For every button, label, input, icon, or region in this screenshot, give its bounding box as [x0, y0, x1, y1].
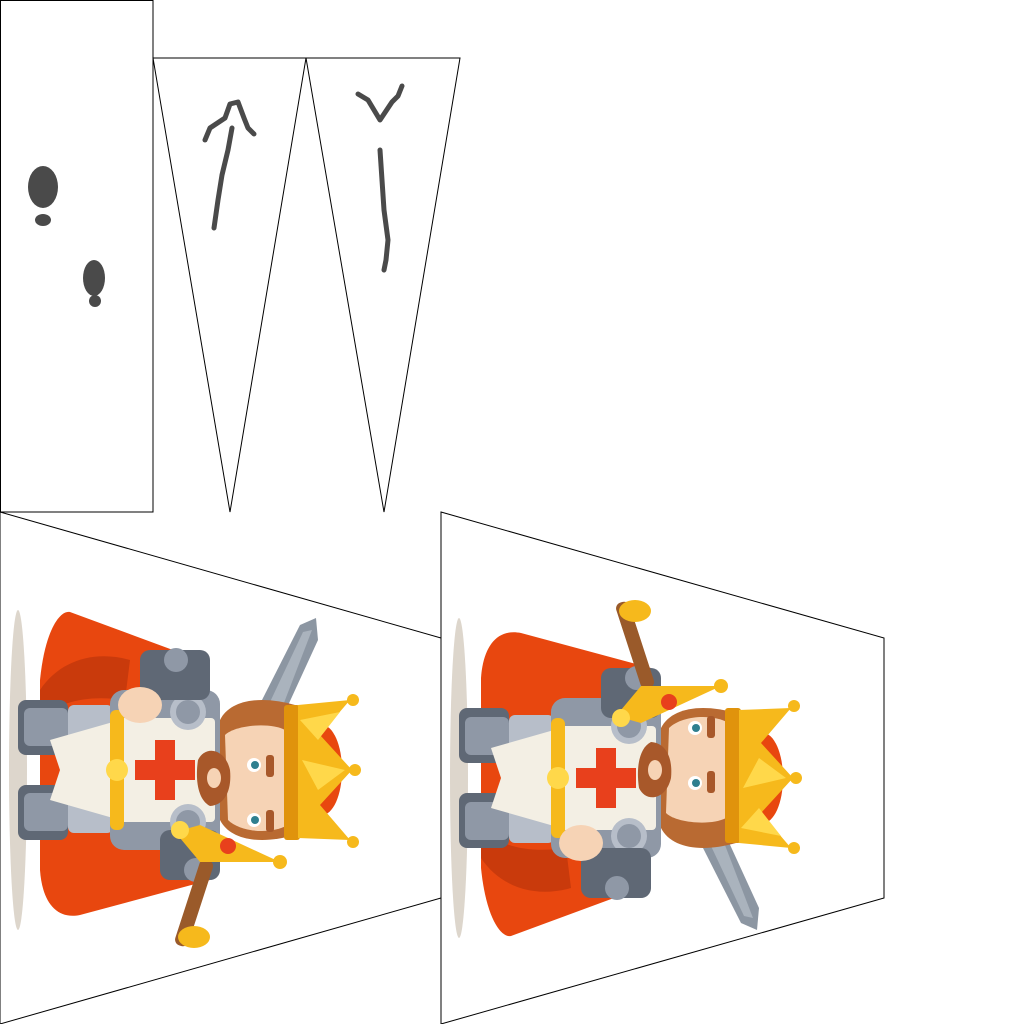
king-panel-right [440, 511, 885, 1024]
wing-panel-left [152, 57, 307, 513]
wing-sketch-icon [202, 99, 257, 231]
wing-panel-right [305, 57, 461, 513]
footprint-icon [83, 260, 105, 307]
footprint-icon [28, 166, 58, 226]
wing-sketch-icon [355, 83, 405, 273]
king-sprite-icon [450, 600, 802, 938]
king-sprite-icon [9, 610, 361, 948]
king-panel-left [0, 511, 442, 1024]
footprints-panel [0, 0, 154, 513]
